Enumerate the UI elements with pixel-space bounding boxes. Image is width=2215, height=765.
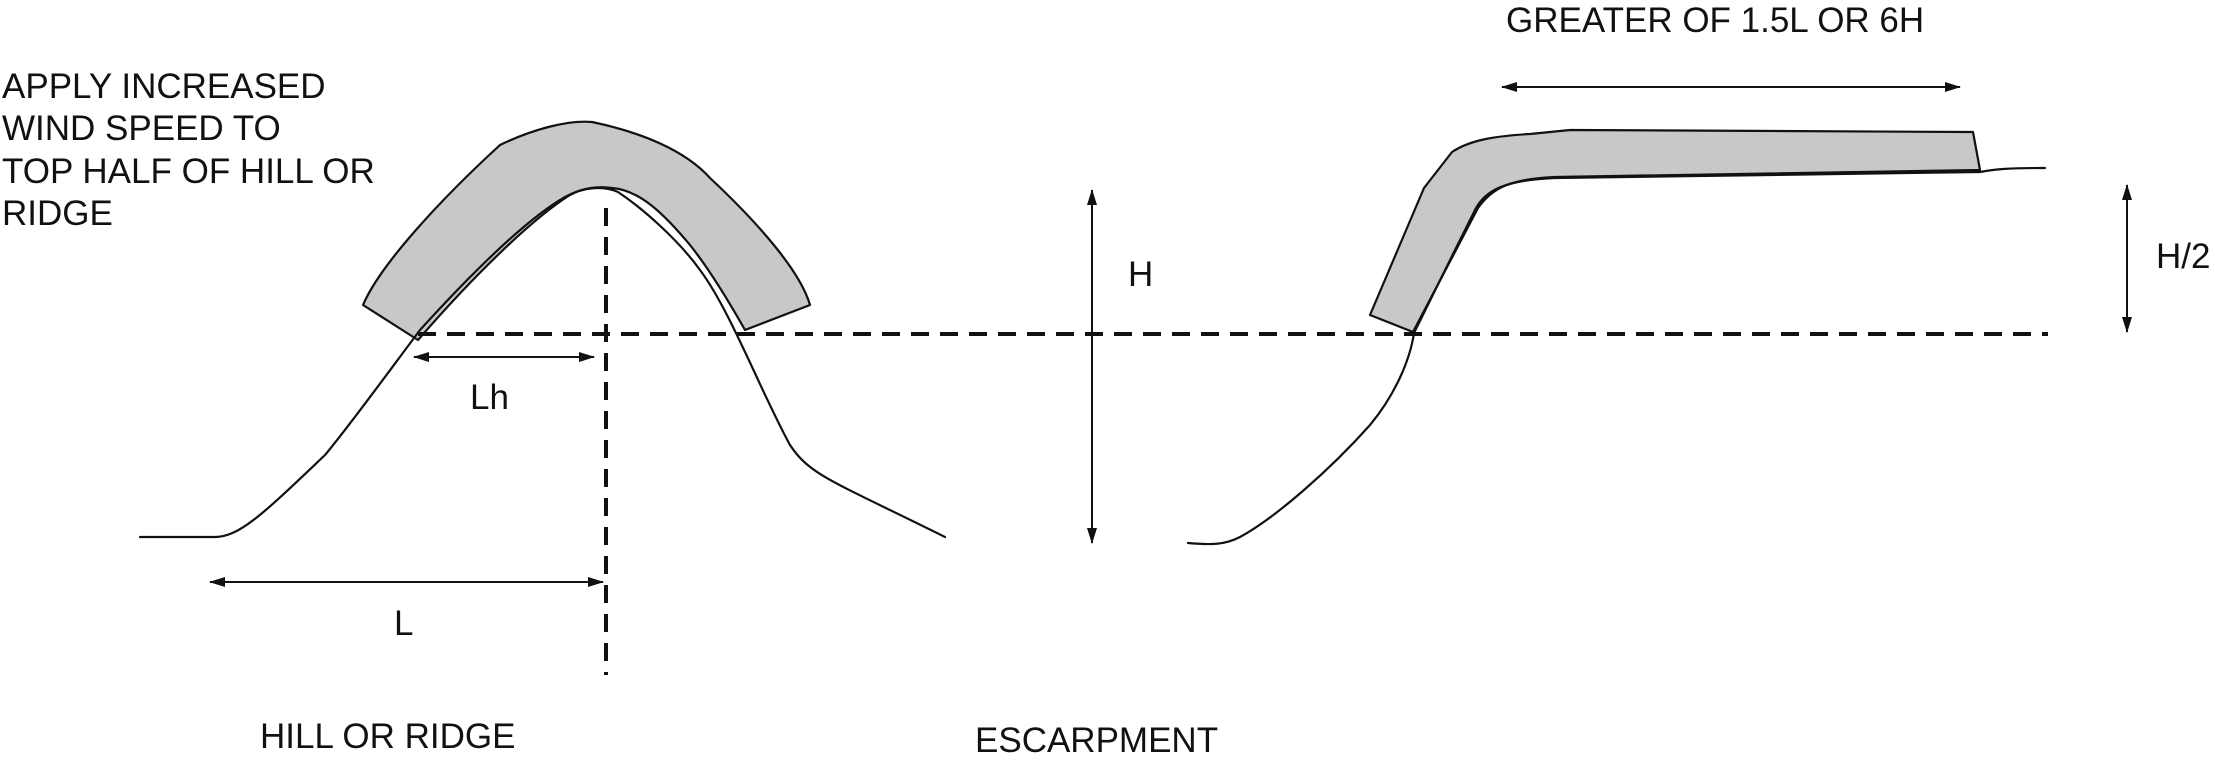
escarpment-caption: ESCARPMENT xyxy=(975,721,1218,760)
escarpment-terrain-profile xyxy=(1186,166,2047,546)
annotation-text: APPLY INCREASED WIND SPEED TO TOP HALF O… xyxy=(2,67,385,233)
h-label: H xyxy=(1128,255,1153,294)
l-label: L xyxy=(394,604,413,643)
annotation-line-4: RIDGE xyxy=(2,194,113,233)
escarpment-increased-wind-zone xyxy=(1368,128,1982,334)
annotation-line-2: WIND SPEED TO xyxy=(2,109,281,148)
hill-increased-wind-zone xyxy=(361,120,812,342)
greater-of-label: GREATER OF 1.5L OR 6H xyxy=(1506,1,1924,40)
lh-label: Lh xyxy=(470,378,509,417)
hill-caption: HILL OR RIDGE xyxy=(260,717,515,756)
annotation-line-3: TOP HALF OF HILL OR xyxy=(2,152,375,191)
hill-terrain-profile xyxy=(138,186,947,539)
h-half-label: H/2 xyxy=(2156,237,2210,276)
annotation-line-1: APPLY INCREASED xyxy=(2,67,326,106)
